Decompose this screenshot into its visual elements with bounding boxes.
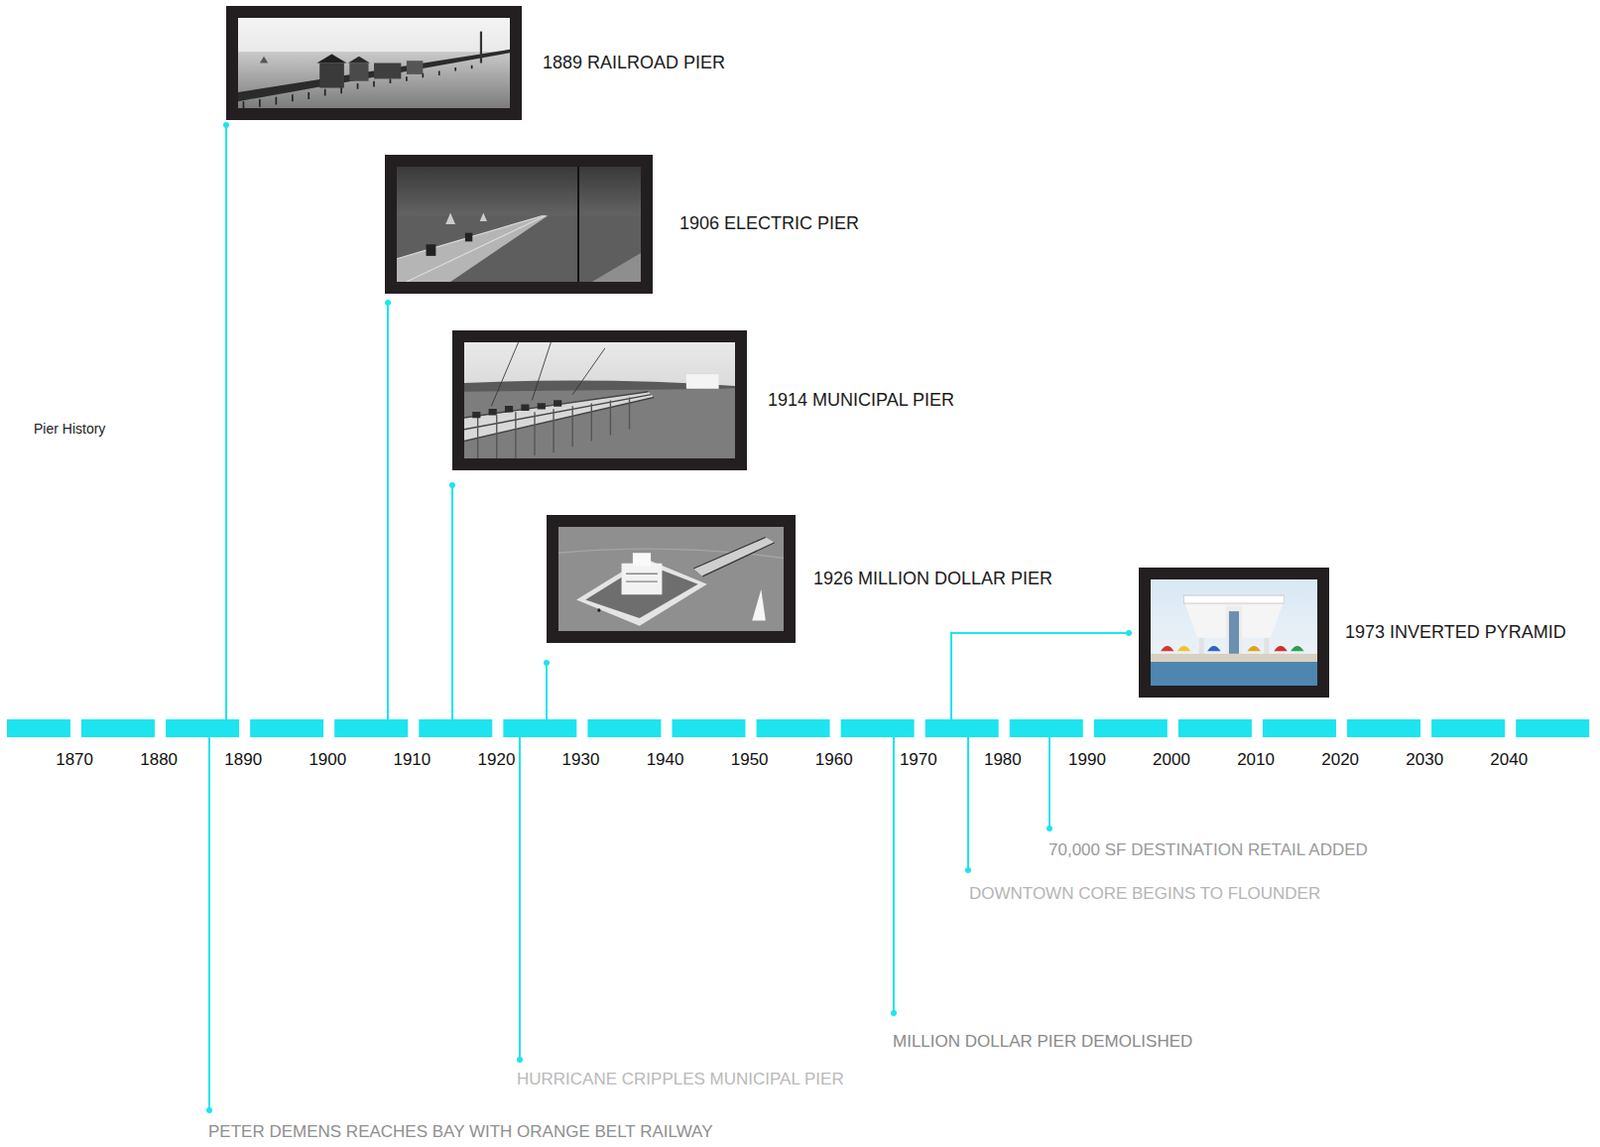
photo-frame: 1889 RAILROAD PIER (226, 5, 522, 121)
photo-illustration (464, 342, 736, 459)
pier-caption: 1906 ELECTRIC PIER (679, 214, 860, 235)
photo-illustration (558, 526, 784, 631)
leader-line (208, 737, 211, 1110)
year-label: 1990 (1068, 749, 1107, 770)
event-label: MILLION DOLLAR PIER DEMOLISHED (892, 1031, 1193, 1052)
photo-frame: 1926 MILLION DOLLAR PIER (546, 514, 796, 643)
year-label: 1900 (308, 749, 347, 770)
pier-caption: 1926 MILLION DOLLAR PIER (813, 569, 1053, 590)
leader-dot (543, 659, 550, 666)
timeline-dash (1178, 719, 1252, 738)
leader-dot (890, 1009, 897, 1016)
photo-illustration (396, 166, 641, 282)
timeline-dash (1431, 719, 1505, 738)
leader-dot (449, 482, 456, 489)
timeline-dash (1515, 719, 1590, 738)
timeline-dash (249, 719, 324, 738)
leader-dot (1046, 825, 1053, 832)
timeline-dash (6, 719, 71, 738)
timeline-dash (841, 719, 915, 738)
timeline-dash (334, 719, 408, 738)
timeline-dash (502, 719, 577, 738)
timeline-dash (671, 719, 745, 738)
diagram-title: Pier History (33, 420, 106, 437)
photo-frame: 1973 INVERTED PYRAMID (1138, 567, 1330, 698)
year-label: 1980 (984, 749, 1022, 770)
leader-line (545, 662, 548, 720)
photo-drawing (1150, 579, 1318, 686)
photo-drawing (238, 17, 510, 109)
year-label: 2000 (1152, 749, 1191, 770)
timeline-dash (1094, 719, 1168, 738)
leader-line (386, 302, 389, 720)
pier-caption: 1889 RAILROAD PIER (542, 53, 726, 74)
year-label: 1880 (139, 749, 178, 770)
photo-drawing (558, 526, 784, 631)
photo-drawing (464, 342, 736, 459)
photo-frame: 1906 ELECTRIC PIER (384, 154, 653, 294)
leader-line (951, 632, 1129, 720)
leader-line (1048, 737, 1051, 829)
leader-line (892, 737, 895, 1013)
timeline-dash (165, 719, 240, 738)
timeline-dash (587, 719, 661, 738)
timeline-dash (756, 719, 831, 738)
leader-dot (1125, 629, 1132, 636)
year-label: 1910 (392, 749, 431, 770)
photo-frame: 1914 MUNICIPAL PIER (452, 330, 747, 471)
leader-dot (223, 122, 230, 128)
pier-caption: 1914 MUNICIPAL PIER (767, 390, 955, 411)
year-label: 1870 (55, 749, 94, 770)
event-label: DOWNTOWN CORE BEGINS TO FLOUNDER (969, 883, 1321, 904)
leader-line (451, 485, 454, 720)
timeline-dash (925, 719, 999, 738)
timeline-bar (6, 719, 1590, 738)
year-label: 1960 (815, 749, 854, 770)
leader-dots (206, 122, 1132, 1113)
leader-line (518, 737, 521, 1060)
leader-dot (516, 1056, 523, 1063)
year-label: 1950 (731, 749, 769, 770)
leader-line (225, 124, 228, 720)
year-label: 2040 (1489, 749, 1528, 770)
photo-illustration (1150, 579, 1318, 686)
pier-caption: 1973 INVERTED PYRAMID (1345, 622, 1567, 643)
timeline-dash (1262, 719, 1337, 738)
year-label: 2020 (1321, 749, 1359, 770)
timeline-dash (1347, 719, 1421, 738)
year-label: 1930 (562, 749, 601, 770)
year-label: 2010 (1236, 749, 1275, 770)
timeline-dash (418, 719, 493, 738)
year-label: 1890 (224, 749, 262, 770)
leader-dot (206, 1107, 213, 1113)
event-label: HURRICANE CRIPPLES MUNICIPAL PIER (516, 1069, 845, 1090)
photo-drawing (396, 166, 641, 282)
photo-illustration (238, 17, 510, 109)
timeline-dash (1009, 719, 1084, 738)
event-label: PETER DEMENS REACHES BAY WITH ORANGE BEL… (208, 1121, 714, 1142)
leader-dot (965, 866, 972, 873)
year-label: 1940 (646, 749, 685, 770)
year-label: 2030 (1405, 749, 1444, 770)
leader-dot (384, 299, 391, 306)
year-label: 1970 (899, 749, 938, 770)
timeline-dash (81, 719, 155, 738)
event-label: 70,000 SF DESTINATION RETAIL ADDED (1048, 840, 1368, 861)
leader-lines (209, 124, 1129, 1110)
year-label: 1920 (478, 749, 516, 770)
leader-line (967, 737, 970, 870)
